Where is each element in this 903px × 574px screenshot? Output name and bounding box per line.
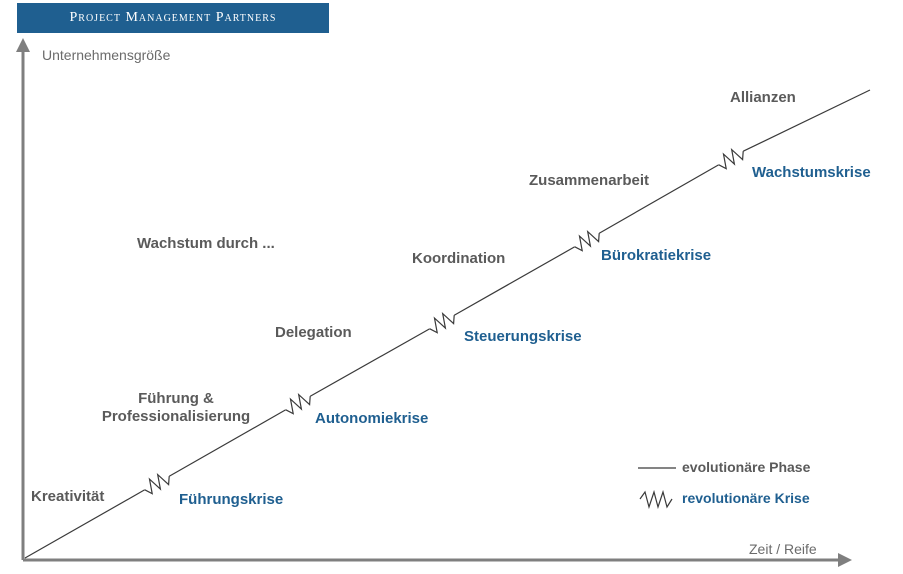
legend-revolution-zigzag bbox=[639, 489, 673, 510]
phase-allianzen: Allianzen bbox=[730, 89, 796, 106]
intro-label: Wachstum durch ... bbox=[137, 235, 275, 252]
evolution-segment bbox=[168, 409, 287, 477]
crisis-zigzag-1 bbox=[144, 472, 170, 495]
evolution-segment bbox=[309, 328, 431, 397]
evolution-segment bbox=[453, 246, 576, 316]
phase-zusammenarbeit: Zusammenarbeit bbox=[529, 172, 650, 189]
crisis-autonomie: Autonomiekrise bbox=[315, 410, 429, 427]
x-axis-arrow bbox=[838, 553, 852, 567]
crisis-zigzag-3 bbox=[429, 311, 455, 334]
legend-evolution-label: evolutionäre Phase bbox=[682, 459, 811, 475]
crisis-zigzag-5 bbox=[718, 147, 744, 170]
crisis-fuehrung: Führungskrise bbox=[179, 491, 284, 508]
x-axis-label: Zeit / Reife bbox=[749, 541, 817, 557]
phase-koordination: Koordination bbox=[412, 250, 506, 267]
crisis-wachstum: Wachstumskrise bbox=[752, 164, 871, 181]
phase-fuehrung: Führung & Professionalisierung bbox=[101, 390, 251, 425]
crisis-zigzag-2 bbox=[285, 392, 311, 415]
phase-delegation: Delegation bbox=[275, 324, 352, 341]
brand-banner: Project Management Partners bbox=[17, 3, 329, 33]
crisis-steuerung: Steuerungskrise bbox=[464, 328, 582, 345]
crisis-zigzag-4 bbox=[574, 229, 600, 252]
evolution-segment bbox=[24, 489, 146, 559]
growth-path bbox=[24, 89, 871, 559]
y-axis-label: Unternehmensgröße bbox=[42, 47, 171, 63]
evolution-segment bbox=[598, 164, 720, 234]
phase-kreativitaet: Kreativität bbox=[31, 488, 105, 505]
evolution-segment bbox=[742, 89, 871, 152]
y-axis-arrow bbox=[16, 38, 30, 52]
legend-revolution-label: revolutionäre Krise bbox=[682, 490, 810, 506]
crisis-buerokratie: Bürokratiekrise bbox=[601, 247, 712, 264]
